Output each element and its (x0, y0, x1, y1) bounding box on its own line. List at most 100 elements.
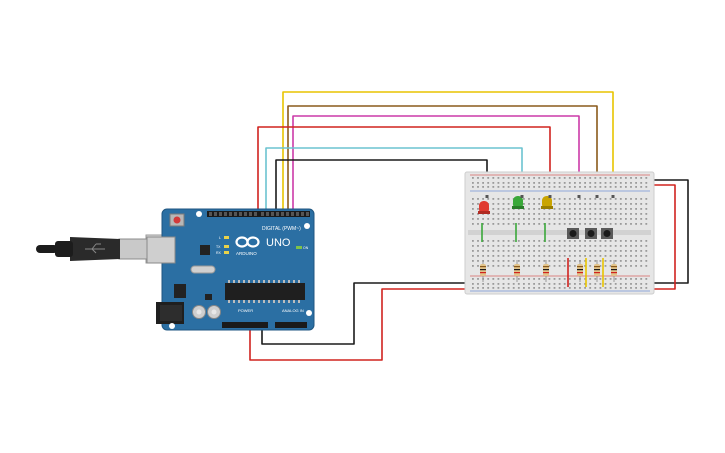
breadboard-hole[interactable] (472, 208, 474, 210)
breadboard-hole[interactable] (543, 213, 546, 215)
breadboard-hole[interactable] (630, 265, 632, 267)
breadboard-hole[interactable] (619, 218, 622, 220)
breadboard-hole[interactable] (568, 208, 571, 210)
breadboard-hole[interactable] (543, 283, 546, 285)
breadboard-hole[interactable] (614, 255, 617, 257)
breadboard-hole[interactable] (640, 255, 643, 257)
breadboard-hole[interactable] (497, 278, 500, 280)
breadboard-hole[interactable] (543, 218, 546, 220)
breadboard-hole[interactable] (589, 177, 592, 179)
breadboard-hole[interactable] (614, 186, 617, 188)
breadboard-hole[interactable] (472, 260, 474, 262)
breadboard-hole[interactable] (625, 203, 627, 205)
breadboard-hole[interactable] (599, 250, 602, 252)
breadboard-hole[interactable] (594, 255, 597, 257)
breadboard-hole[interactable] (543, 278, 546, 280)
breadboard-hole[interactable] (609, 250, 612, 252)
breadboard-hole[interactable] (609, 278, 612, 280)
breadboard-hole[interactable] (579, 177, 581, 179)
breadboard-hole[interactable] (594, 208, 597, 210)
breadboard-hole[interactable] (594, 213, 597, 215)
breadboard-hole[interactable] (635, 283, 637, 285)
breadboard-hole[interactable] (619, 250, 622, 252)
breadboard-hole[interactable] (512, 283, 515, 285)
breadboard-hole[interactable] (472, 245, 474, 247)
breadboard-hole[interactable] (599, 278, 602, 280)
breadboard-hole[interactable] (538, 278, 541, 280)
breadboard-hole[interactable] (589, 278, 592, 280)
breadboard-hole[interactable] (502, 203, 505, 205)
breadboard-hole[interactable] (594, 182, 597, 184)
breadboard-hole[interactable] (604, 255, 607, 257)
breadboard-hole[interactable] (538, 255, 541, 257)
breadboard-hole[interactable] (472, 182, 474, 184)
breadboard-hole[interactable] (517, 240, 520, 242)
breadboard-hole[interactable] (487, 250, 490, 252)
breadboard-hole[interactable] (589, 208, 592, 210)
breadboard-hole[interactable] (630, 283, 632, 285)
breadboard-hole[interactable] (548, 177, 551, 179)
breadboard-hole[interactable] (523, 260, 525, 262)
breadboard-hole[interactable] (604, 250, 607, 252)
breadboard-hole[interactable] (533, 255, 535, 257)
breadboard-hole[interactable] (604, 203, 607, 205)
breadboard-hole[interactable] (584, 218, 586, 220)
breadboard-hole[interactable] (543, 255, 546, 257)
breadboard-hole[interactable] (528, 186, 530, 188)
breadboard-hole[interactable] (548, 287, 551, 289)
breadboard-hole[interactable] (523, 287, 525, 289)
breadboard-hole[interactable] (502, 208, 505, 210)
breadboard-hole[interactable] (574, 223, 576, 225)
breadboard-hole[interactable] (477, 283, 479, 285)
breadboard-hole[interactable] (635, 198, 637, 200)
breadboard-hole[interactable] (492, 287, 495, 289)
red-led[interactable] (478, 201, 490, 214)
breadboard-hole[interactable] (609, 203, 612, 205)
breadboard-hole[interactable] (487, 265, 490, 267)
breadboard-hole[interactable] (472, 198, 474, 200)
breadboard-hole[interactable] (635, 182, 637, 184)
breadboard-hole[interactable] (558, 182, 561, 184)
breadboard-hole[interactable] (512, 213, 515, 215)
breadboard-hole[interactable] (599, 255, 602, 257)
breadboard-hole[interactable] (548, 278, 551, 280)
breadboard-hole[interactable] (477, 182, 479, 184)
breadboard-hole[interactable] (517, 245, 520, 247)
breadboard-hole[interactable] (497, 203, 500, 205)
breadboard-hole[interactable] (523, 250, 525, 252)
breadboard-hole[interactable] (487, 182, 490, 184)
breadboard-hole[interactable] (507, 177, 510, 179)
breadboard-hole[interactable] (594, 278, 597, 280)
breadboard-hole[interactable] (599, 245, 602, 247)
breadboard-hole[interactable] (553, 283, 556, 285)
breadboard-hole[interactable] (558, 265, 561, 267)
wire-red-led[interactable] (257, 126, 551, 214)
breadboard-hole[interactable] (487, 287, 490, 289)
breadboard-hole[interactable] (558, 203, 561, 205)
breadboard-hole[interactable] (487, 245, 490, 247)
breadboard-hole[interactable] (533, 240, 535, 242)
breadboard-hole[interactable] (619, 265, 622, 267)
breadboard-hole[interactable] (645, 287, 648, 289)
breadboard-hole[interactable] (507, 250, 510, 252)
breadboard-hole[interactable] (482, 223, 484, 225)
breadboard-hole[interactable] (589, 250, 592, 252)
breadboard-hole[interactable] (558, 186, 561, 188)
breadboard-hole[interactable] (563, 177, 566, 179)
breadboard-hole[interactable] (507, 278, 510, 280)
breadboard-hole[interactable] (538, 177, 541, 179)
breadboard-hole[interactable] (497, 182, 500, 184)
resistor-5[interactable] (594, 260, 600, 282)
breadboard-hole[interactable] (517, 218, 520, 220)
yellow-led[interactable] (541, 196, 553, 209)
breadboard-hole[interactable] (614, 223, 617, 225)
breadboard-hole[interactable] (472, 283, 474, 285)
breadboard-hole[interactable] (482, 283, 484, 285)
push-button-3[interactable] (601, 228, 613, 239)
breadboard-hole[interactable] (487, 223, 490, 225)
breadboard-hole[interactable] (558, 198, 561, 200)
breadboard-hole[interactable] (523, 213, 525, 215)
breadboard-hole[interactable] (472, 223, 474, 225)
breadboard-hole[interactable] (599, 198, 602, 200)
breadboard-hole[interactable] (604, 245, 607, 247)
